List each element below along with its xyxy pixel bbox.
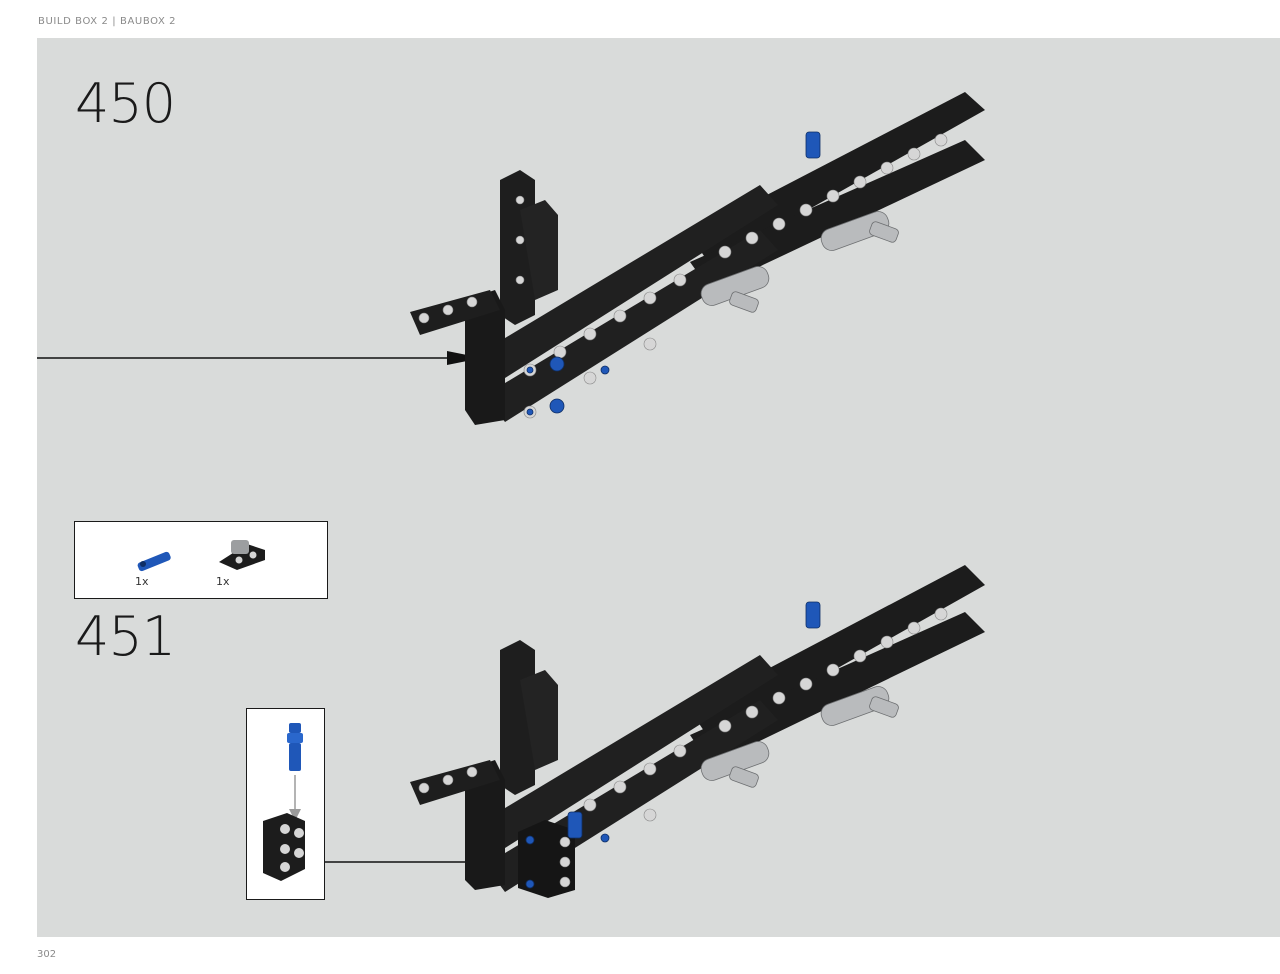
- page-number: 302: [37, 949, 57, 960]
- sub-blue-pin-icon: [287, 723, 303, 771]
- step-450-arrow-head: [447, 351, 482, 365]
- page-header: BUILD BOX 2 | BAUBOX 2: [38, 16, 177, 27]
- step-number-450: 450: [75, 72, 176, 135]
- step-450-beam-assembly: [410, 92, 985, 425]
- sub-black-connector-icon: [263, 813, 305, 881]
- sub-assembly-box: [246, 708, 325, 900]
- part-qty-blue-pin: 1x: [135, 575, 149, 588]
- sub-assembly-illustration: [263, 723, 305, 881]
- step-number-451: 451: [75, 605, 176, 668]
- blue-pin-icon: [137, 551, 171, 572]
- step-451-beam-assembly: [410, 565, 985, 898]
- part-qty-black-connector: 1x: [216, 575, 230, 588]
- parts-callout-box: 1x 1x: [74, 521, 328, 599]
- black-connector-icon: [219, 540, 265, 570]
